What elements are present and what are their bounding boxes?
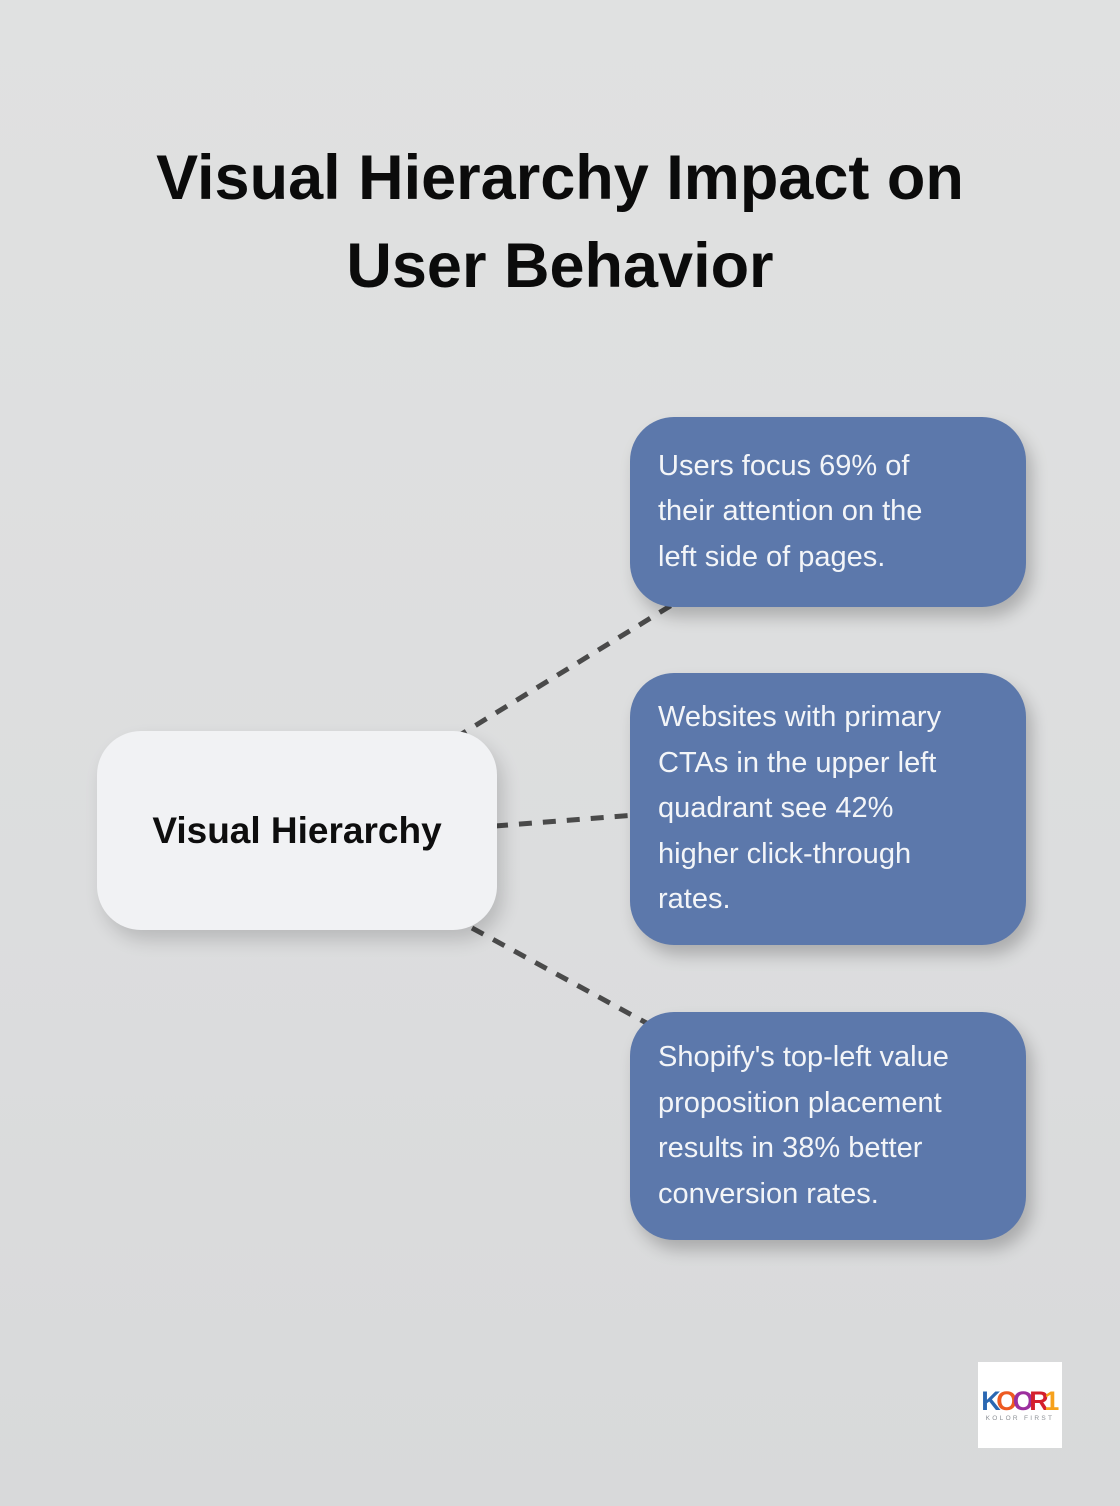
connector-line-bottom — [470, 925, 654, 1029]
brand-logo-wordmark: KOOR1 — [981, 1385, 1059, 1416]
fact-box-cta-clickthrough-text: Websites with primary CTAs in the upper … — [658, 701, 942, 916]
fact-box-attention-text: Users focus 69% of their attention on th… — [658, 449, 923, 573]
infographic-title: Visual Hierarchy Impact on User Behavior — [156, 143, 964, 302]
fact-box-cta-clickthrough: Websites with primary CTAs in the upper … — [630, 673, 1026, 945]
logo-letter: K — [981, 1385, 1001, 1416]
logo-letter: 1 — [1044, 1385, 1059, 1416]
logo-letter: O — [996, 1385, 1017, 1416]
brand-logo-tagline: KOLOR FIRST — [985, 1414, 1055, 1422]
fact-box-attention: Users focus 69% of their attention on th… — [630, 417, 1026, 607]
logo-letter: O — [1012, 1385, 1034, 1416]
fact-box-shopify-conversion-text: Shopify's top-left value proposition pla… — [658, 1041, 949, 1210]
brand-logo: KOOR1 KOLOR FIRST — [978, 1362, 1062, 1448]
logo-letter: R — [1029, 1385, 1049, 1416]
connector-line-top — [453, 597, 682, 741]
fact-box-shopify-conversion: Shopify's top-left value proposition pla… — [630, 1012, 1026, 1240]
connector-line-middle — [494, 812, 637, 829]
center-node-label: Visual Hierarchy — [152, 809, 442, 851]
center-node: Visual Hierarchy — [97, 731, 497, 930]
